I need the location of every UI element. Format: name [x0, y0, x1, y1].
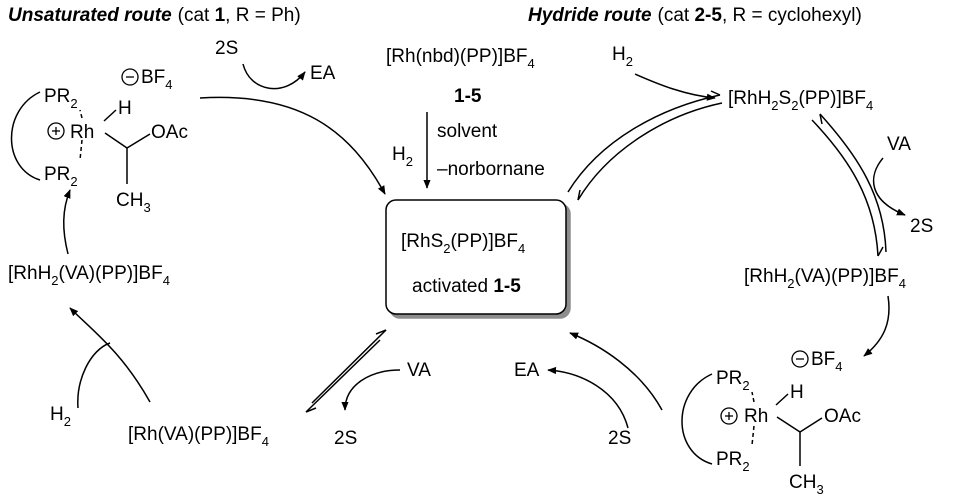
left-rh-alkyl-complex: BF4 PR2 PR2 Rh H OAc CH3 [10, 67, 188, 215]
activation-byproduct: –norbornane [437, 159, 545, 180]
left-h2-reagent: H2 [50, 404, 71, 429]
left-oac: OAc [151, 122, 188, 143]
right-rh-c-bond [776, 416, 801, 433]
right-rh-alkyl-complex: BF4 PR2 PR2 Rh H OAc CH3 [681, 349, 861, 497]
left-h2-addition-arrow [69, 307, 151, 403]
left-va-reagent: VA [407, 360, 431, 381]
activation-h2: H2 [392, 144, 413, 169]
precursor-number: 1-5 [454, 86, 482, 107]
va-binding-harpoon-reverse [305, 339, 381, 413]
right-h2-reagent: H2 [612, 44, 633, 69]
right-pr2-top: PR2 [716, 368, 750, 393]
right-pr2-bottom: PR2 [716, 449, 750, 474]
left-ch3: CH3 [116, 190, 151, 215]
left-rh-h-bond [103, 109, 117, 122]
left-2s-reagent: 2S [215, 38, 238, 59]
left-va-complex: [Rh(VA)(PP)]BF4 [128, 424, 269, 449]
right-va-2s-curl [872, 157, 906, 216]
right-cycle-arrow-bottom [569, 332, 663, 411]
left-cycle-arrow-top [199, 96, 386, 195]
left-cycle-arrow-up [62, 189, 71, 255]
left-pr2-bottom: PR2 [44, 164, 78, 189]
left-ea-product: EA [310, 63, 336, 84]
left-h2-curl [77, 342, 111, 409]
va-exchange-harpoon-forward [811, 119, 879, 257]
activated-catalyst-label: activated 1-5 [412, 276, 521, 297]
va-exchange-harpoon-reverse [819, 113, 887, 253]
right-rh-p-bottom-bond [751, 425, 755, 446]
right-va-reagent: VA [887, 134, 911, 155]
h2-addition-harpoon-reverse [577, 102, 723, 201]
left-dihydride-complex: [RhH2(VA)(PP)]BF4 [8, 263, 170, 288]
right-rh-p-top-bond [751, 391, 755, 403]
left-counterion: BF4 [141, 67, 173, 92]
left-2s-ea-curl [242, 63, 306, 90]
activated-catalyst-formula: [RhS2(PP)]BF4 [401, 231, 525, 256]
left-c-o-bond [126, 133, 151, 149]
right-rh-h-bond [775, 393, 789, 406]
left-pr2-top: PR2 [44, 86, 78, 111]
right-ch3: CH3 [789, 472, 824, 495]
precursor-formula: [Rh(nbd)(PP)]BF4 [386, 46, 535, 71]
left-rh-c-bond [104, 132, 128, 149]
right-c-o-bond [799, 417, 823, 433]
h2-addition-harpoon-forward [567, 94, 721, 193]
left-hydride: H [118, 98, 132, 119]
left-route-header: Unsaturated route(cat 1, R = Ph) [8, 5, 301, 26]
activation-solvent: solvent [437, 121, 498, 142]
left-va-2s-curl [341, 369, 401, 411]
right-2s-ea-curl [547, 366, 629, 429]
right-cycle-arrow-down [863, 295, 890, 357]
right-ea-product: EA [514, 360, 540, 381]
va-binding-harpoon-forward [311, 329, 387, 404]
right-solvate-complex: [RhH2S2(PP)]BF4 [728, 88, 873, 113]
left-chelate-backbone [10, 91, 41, 181]
right-oac: OAc [824, 406, 861, 427]
right-counterion: BF4 [811, 349, 843, 374]
right-chelate-backbone [681, 373, 713, 465]
right-h2-curl [634, 73, 716, 101]
left-rh-p-top-bond [79, 109, 83, 119]
right-route-header: Hydride route(cat 2-5, R = cyclohexyl) [528, 5, 862, 26]
left-rh-p-bottom-bond [79, 139, 83, 161]
left-rh-metal: Rh [70, 122, 94, 143]
activated-catalyst-box [385, 199, 567, 315]
right-rh-metal: Rh [744, 406, 768, 427]
left-2s-release: 2S [334, 428, 357, 449]
right-hydride: H [790, 382, 804, 403]
right-dihydride-complex: [RhH2(VA)(PP)]BF4 [744, 266, 906, 291]
right-2s-reagent: 2S [608, 428, 631, 449]
right-2s-release: 2S [910, 216, 933, 237]
